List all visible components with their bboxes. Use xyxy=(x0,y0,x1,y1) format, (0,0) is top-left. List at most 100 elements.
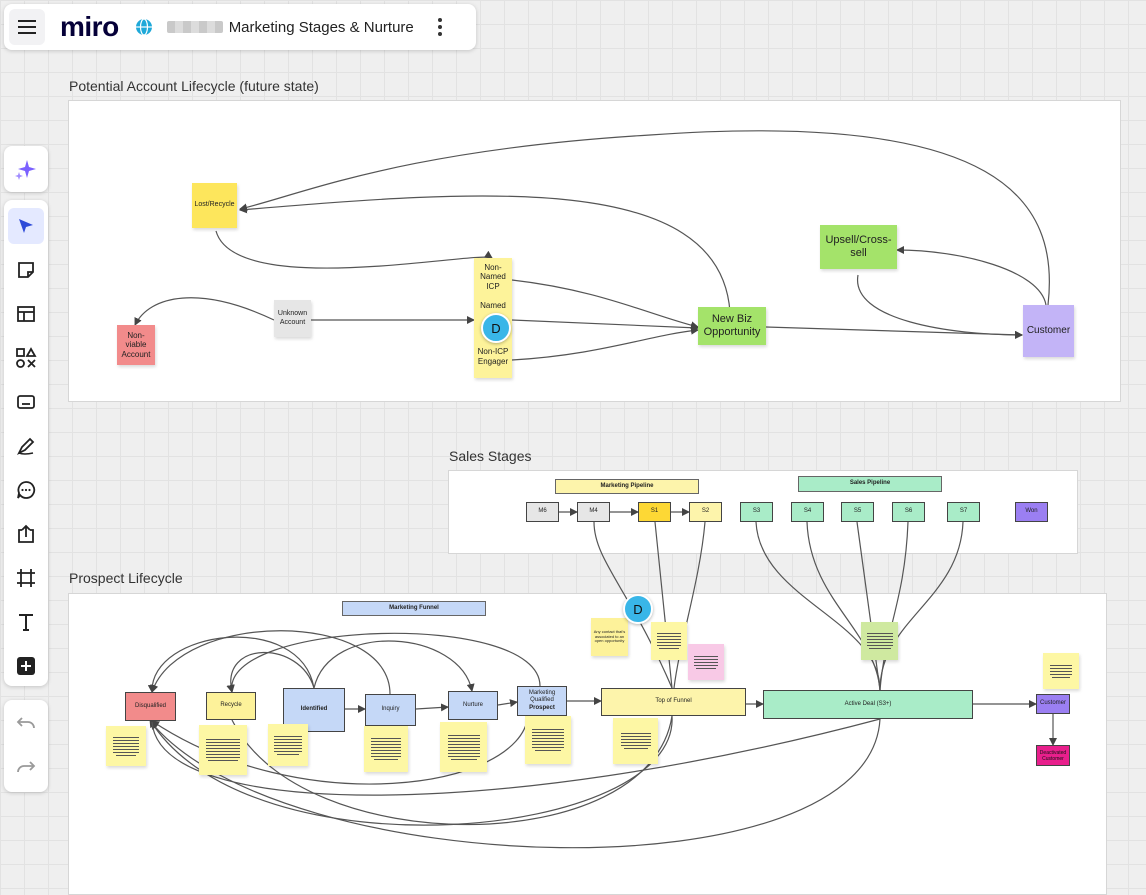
sticky-note-tool-button[interactable] xyxy=(8,252,44,288)
stage-s5[interactable]: S5 xyxy=(841,502,874,522)
templates-tool-button[interactable] xyxy=(8,296,44,332)
node-top-of-funnel[interactable]: Top of Funnel xyxy=(601,688,746,716)
comment-icon xyxy=(17,481,36,499)
node-active-deal[interactable]: Active Deal (S3+) xyxy=(763,690,973,719)
upload-icon xyxy=(18,524,34,543)
collaborator-avatar[interactable]: D xyxy=(481,313,511,343)
globe-icon[interactable] xyxy=(135,18,153,36)
connector xyxy=(226,651,315,693)
stage-s3[interactable]: S3 xyxy=(740,502,773,522)
connector xyxy=(415,703,449,712)
frame-account-lifecycle[interactable] xyxy=(68,100,1121,402)
card-tool-button[interactable] xyxy=(8,384,44,420)
templates-icon xyxy=(17,306,35,322)
stage-m4[interactable]: M4 xyxy=(577,502,610,522)
shapes-tool-button[interactable] xyxy=(8,340,44,376)
connector xyxy=(150,718,881,849)
sticky-note-icon xyxy=(18,262,34,278)
stage-s1[interactable]: S1 xyxy=(638,502,671,522)
stage-s7[interactable]: S7 xyxy=(947,502,980,522)
connector xyxy=(134,297,275,326)
sticky-note[interactable] xyxy=(613,718,658,764)
upload-tool-button[interactable] xyxy=(8,516,44,552)
more-tools-button[interactable] xyxy=(8,648,44,684)
connector xyxy=(511,326,699,361)
marketing-pipeline-header[interactable]: Marketing Pipeline xyxy=(555,479,699,494)
node-non-viable-account[interactable]: Non-viable Account xyxy=(117,325,155,365)
sticky-note[interactable] xyxy=(1043,653,1079,689)
text-tool-button[interactable] xyxy=(8,604,44,640)
connector xyxy=(879,521,964,691)
sticky-note[interactable] xyxy=(525,716,571,764)
redacted-workspace-name xyxy=(166,21,223,33)
sticky-note[interactable] xyxy=(199,725,247,775)
select-tool-button[interactable] xyxy=(8,208,44,244)
connector xyxy=(313,640,475,692)
connector xyxy=(755,521,881,691)
mqp-label-line-2: Prospect xyxy=(529,704,555,711)
node-lost-recycle[interactable]: Lost/Recycle xyxy=(192,183,237,228)
card-icon xyxy=(17,395,35,409)
miro-logo[interactable]: miro xyxy=(60,11,119,42)
node-recycle[interactable]: Recycle xyxy=(206,692,256,720)
comment-tool-button[interactable] xyxy=(8,472,44,508)
undo-icon xyxy=(16,717,35,729)
undo-button[interactable] xyxy=(8,706,44,742)
frame-title-account-lifecycle[interactable]: Potential Account Lifecycle (future stat… xyxy=(69,78,319,94)
frame-title-prospect-lifecycle[interactable]: Prospect Lifecycle xyxy=(69,570,183,586)
ai-panel xyxy=(4,146,48,192)
redo-icon xyxy=(17,761,36,773)
board-header: miro Marketing Stages & Nurture xyxy=(4,4,476,50)
frame-title-sales-stages[interactable]: Sales Stages xyxy=(449,448,532,464)
connector xyxy=(151,718,881,796)
connector xyxy=(896,246,1047,306)
text-icon xyxy=(19,614,33,631)
cursor-arrow-icon xyxy=(19,219,33,233)
node-unknown-account[interactable]: Unknown Account xyxy=(274,300,311,337)
redo-button[interactable] xyxy=(8,750,44,786)
connector xyxy=(806,521,881,691)
node-marketing-qualified-prospect[interactable]: Marketing Qualified Prospect xyxy=(517,686,567,716)
stage-m6[interactable]: M6 xyxy=(526,502,559,522)
node-customer[interactable]: Customer xyxy=(1023,305,1074,357)
plus-square-icon xyxy=(17,657,35,675)
main-menu-button[interactable] xyxy=(9,9,45,45)
connector xyxy=(673,521,706,689)
node-deactivated-customer[interactable]: Deactivated Customer xyxy=(1036,745,1070,766)
board-title[interactable]: Marketing Stages & Nurture xyxy=(228,18,414,36)
mqp-label-line-1: Marketing Qualified xyxy=(528,690,556,704)
node-upsell-cross-sell[interactable]: Upsell/Cross-sell xyxy=(820,225,897,269)
node-nurture[interactable]: Nurture xyxy=(448,691,498,720)
pen-tool-button[interactable] xyxy=(8,428,44,464)
sticky-note[interactable] xyxy=(106,726,146,766)
sales-pipeline-header[interactable]: Sales Pipeline xyxy=(798,476,942,492)
board-more-options-button[interactable] xyxy=(434,14,446,40)
connector xyxy=(856,521,881,691)
marketing-funnel-header[interactable]: Marketing Funnel xyxy=(342,601,486,616)
node-prospect-customer[interactable]: Customer xyxy=(1036,694,1070,714)
sticky-note[interactable] xyxy=(440,722,487,772)
stage-s6[interactable]: S6 xyxy=(892,502,925,522)
connector xyxy=(239,130,1050,306)
connector xyxy=(497,699,518,708)
ai-sparkle-button[interactable] xyxy=(8,151,44,187)
stage-won[interactable]: Won xyxy=(1015,502,1048,522)
history-panel xyxy=(4,700,48,792)
collaborator-avatar[interactable]: D xyxy=(623,594,653,624)
node-inquiry[interactable]: Inquiry xyxy=(365,694,416,726)
connector xyxy=(150,630,391,695)
stage-s4[interactable]: S4 xyxy=(791,502,824,522)
tools-panel xyxy=(4,200,48,686)
node-new-biz-opportunity[interactable]: New Biz Opportunity xyxy=(698,307,766,345)
sticky-note-pink[interactable] xyxy=(688,644,724,680)
frame-tool-button[interactable] xyxy=(8,560,44,596)
connector xyxy=(511,319,699,332)
node-disqualified[interactable]: Disqualified xyxy=(125,692,176,721)
sticky-note[interactable] xyxy=(364,726,408,772)
sticky-note[interactable] xyxy=(651,622,687,660)
sticky-note-green[interactable] xyxy=(861,622,898,660)
sticky-note-open-opportunity[interactable]: Any contact that's associated to an open… xyxy=(591,618,628,656)
stage-s2[interactable]: S2 xyxy=(689,502,722,522)
sticky-note[interactable] xyxy=(268,724,308,766)
